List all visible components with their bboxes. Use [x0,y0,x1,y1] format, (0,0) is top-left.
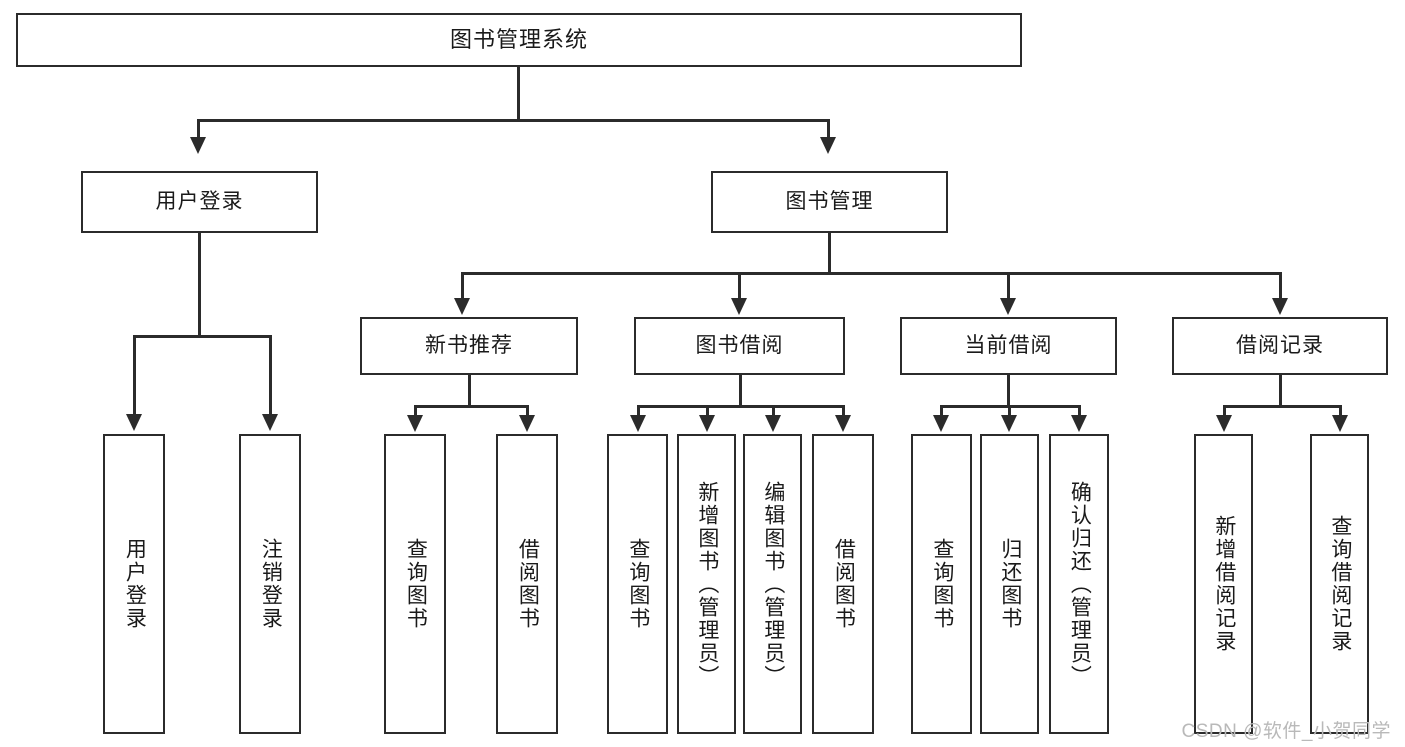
arrow-to-book-manage [820,137,836,154]
leaf-query-book-3[interactable]: 查询图书 [911,434,972,734]
leaf-add-book[interactable]: 新增图书（管理员） [677,434,736,734]
arrow-to-leaf-add-record [1216,415,1232,432]
leaf-edit-book[interactable]: 编辑图书（管理员） [743,434,802,734]
leaf-label: 确认归还（管理员） [1068,480,1092,688]
leaf-return-book[interactable]: 归还图书 [980,434,1039,734]
edge-br-drop-1 [1223,405,1226,417]
edge-borrow-record-bus [1223,405,1341,408]
edge-user-login-drop-2 [269,335,272,416]
arrow-to-leaf-query-book-2 [630,415,646,432]
leaf-confirm-return[interactable]: 确认归还（管理员） [1049,434,1109,734]
leaf-add-record[interactable]: 新增借阅记录 [1194,434,1253,734]
edge-root-stem [517,67,520,119]
node-label: 图书借阅 [695,334,784,358]
edge-bb-drop-4 [842,405,845,417]
arrow-to-leaf-logout [262,414,278,431]
node-label: 新书推荐 [425,334,513,358]
arrow-to-leaf-confirm-return [1071,415,1087,432]
edge-new-book-stem [468,375,471,405]
edge-cb-drop-3 [1078,405,1081,417]
leaf-label: 查询图书 [404,538,428,630]
leaf-label: 借阅图书 [516,538,540,630]
node-label: 用户登录 [155,190,244,214]
edge-bm-drop-new-book [461,272,464,300]
node-root-system[interactable]: 图书管理系统 [16,13,1022,67]
edge-user-login-stem [198,233,201,335]
leaf-label: 查询图书 [930,538,954,630]
arrow-to-leaf-user-login [126,414,142,431]
edge-current-borrow-stem [1007,375,1010,405]
edge-bm-drop-borrow-record [1279,272,1282,300]
leaf-label: 归还图书 [998,538,1022,630]
edge-book-borrow-bus [637,405,845,408]
leaf-label: 借阅图书 [832,538,856,630]
edge-book-borrow-stem [739,375,742,405]
leaf-query-book-2[interactable]: 查询图书 [607,434,668,734]
edge-new-book-drop-2 [526,405,529,417]
arrow-to-leaf-query-record [1332,415,1348,432]
node-book-borrow[interactable]: 图书借阅 [634,317,845,375]
node-label: 图书管理系统 [449,26,588,52]
edge-bb-drop-2 [706,405,709,417]
node-current-borrow[interactable]: 当前借阅 [900,317,1117,375]
arrow-to-leaf-query-book-3 [933,415,949,432]
arrow-to-leaf-edit-book [765,415,781,432]
edge-cb-drop-1 [940,405,943,417]
arrow-to-leaf-query-book-1 [407,415,423,432]
arrow-to-leaf-borrow-book-2 [835,415,851,432]
edge-new-book-bus [414,405,528,408]
edge-bb-drop-1 [637,405,640,417]
leaf-label: 查询图书 [626,538,650,630]
edge-bb-drop-3 [772,405,775,417]
leaf-user-login[interactable]: 用户登录 [103,434,165,734]
arrow-to-book-borrow [731,298,747,315]
leaf-label: 注销登录 [259,538,283,630]
arrow-to-current-borrow [1000,298,1016,315]
edge-book-manage-bus [461,272,1281,275]
edge-bm-drop-book-borrow [738,272,741,300]
arrow-to-borrow-record [1272,298,1288,315]
edge-book-manage-stem [828,233,831,272]
node-borrow-record[interactable]: 借阅记录 [1172,317,1388,375]
leaf-label: 查询借阅记录 [1328,515,1352,653]
node-user-login[interactable]: 用户登录 [81,171,318,233]
arrow-to-leaf-borrow-book-1 [519,415,535,432]
arrow-to-user-login [190,137,206,154]
csdn-watermark: CSDN @软件_小贺同学 [1181,721,1391,742]
leaf-query-record[interactable]: 查询借阅记录 [1310,434,1369,734]
node-label: 图书管理 [785,190,874,214]
leaf-borrow-book-1[interactable]: 借阅图书 [496,434,558,734]
edge-new-book-drop-1 [414,405,417,417]
edge-cb-drop-2 [1008,405,1011,417]
leaf-label: 编辑图书（管理员） [761,480,785,688]
leaf-label: 用户登录 [123,538,147,630]
leaf-label: 新增借阅记录 [1212,515,1236,653]
edge-root-to-user-login [197,119,200,140]
node-label: 借阅记录 [1236,334,1324,358]
edge-user-login-drop-1 [133,335,136,416]
edge-br-drop-2 [1339,405,1342,417]
leaf-label: 新增图书（管理员） [695,480,719,688]
arrow-to-leaf-add-book [699,415,715,432]
arrow-to-new-book-recommend [454,298,470,315]
edge-user-login-bus [133,335,271,338]
node-new-book-recommend[interactable]: 新书推荐 [360,317,578,375]
edge-root-bus [197,119,830,122]
node-book-manage[interactable]: 图书管理 [711,171,948,233]
edge-borrow-record-stem [1279,375,1282,405]
edge-bm-drop-current-borrow [1007,272,1010,300]
arrow-to-leaf-return-book [1001,415,1017,432]
node-label: 当前借阅 [964,334,1053,358]
edge-root-to-book-manage [827,119,830,140]
leaf-query-book-1[interactable]: 查询图书 [384,434,446,734]
leaf-borrow-book-2[interactable]: 借阅图书 [812,434,874,734]
leaf-logout[interactable]: 注销登录 [239,434,301,734]
